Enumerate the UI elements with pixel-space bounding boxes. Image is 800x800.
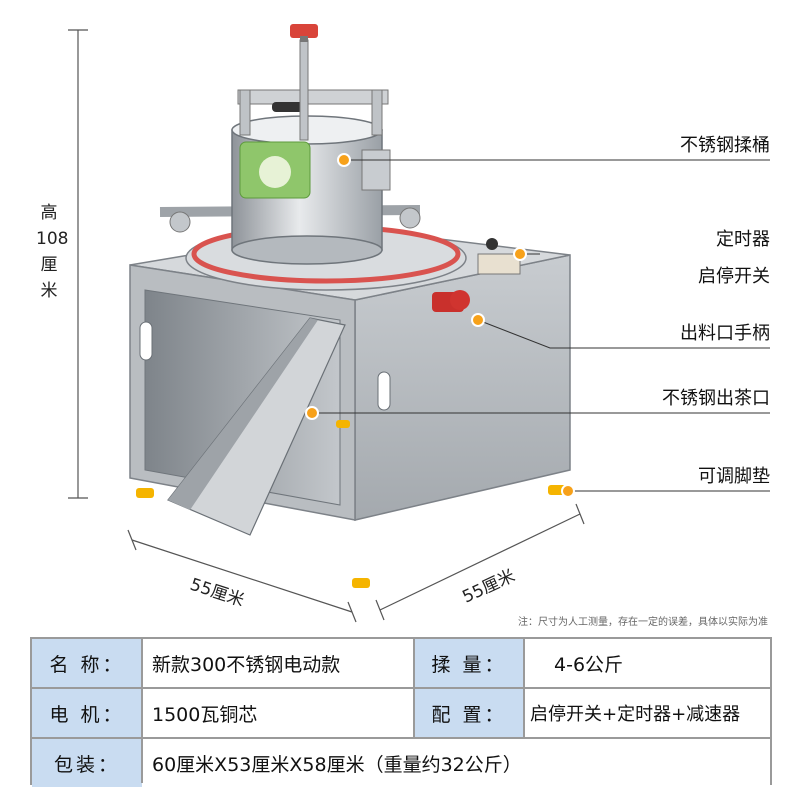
spec-motor-value: 1500瓦铜芯 — [142, 689, 414, 737]
spec-package-value: 60厘米X53厘米X58厘米（重量约32公斤） — [142, 739, 770, 787]
height-label: 高 108 厘 米 — [36, 200, 69, 304]
spec-config-value: 启停开关+定时器+减速器 — [524, 689, 770, 737]
height-label-text: 高 108 厘 米 — [36, 203, 69, 301]
callout-timer: 定时器 — [716, 229, 770, 250]
product-illustration — [68, 24, 770, 623]
spec-row-1: 名 称： 新款300不锈钢电动款 揉 量： 4-6公斤 — [32, 639, 770, 687]
measurement-note: 注：尺寸为人工测量，存在一定的误差，具体以实际为准 — [518, 617, 768, 628]
spec-capacity-value: 4-6公斤 — [524, 639, 770, 687]
spec-row-3: 包装： 60厘米X53厘米X58厘米（重量约32公斤） — [32, 739, 770, 787]
spec-row-2: 电 机： 1500瓦铜芯 配 置： 启停开关+定时器+减速器 — [32, 689, 770, 737]
callout-tea-outlet: 不锈钢出茶口 — [662, 388, 770, 409]
spec-package-label: 包装： — [32, 739, 142, 787]
callout-adjustable-feet: 可调脚垫 — [698, 466, 770, 487]
spec-name-value: 新款300不锈钢电动款 — [142, 639, 414, 687]
width-dimension-line — [131, 539, 353, 613]
callout-barrel: 不锈钢揉桶 — [680, 135, 770, 156]
spec-motor-label: 电 机： — [32, 689, 142, 737]
spec-table: 名 称： 新款300不锈钢电动款 揉 量： 4-6公斤 电 机： 1500瓦铜芯… — [30, 637, 772, 787]
depth-dimension-line — [379, 513, 581, 611]
machine-drawing — [68, 24, 770, 623]
spec-config-label: 配 置： — [414, 689, 524, 737]
callout-dots — [305, 153, 575, 498]
spec-capacity-label: 揉 量： — [414, 639, 524, 687]
callout-outlet-handle: 出料口手柄 — [680, 323, 770, 344]
spec-name-label: 名 称： — [32, 639, 142, 687]
callout-start-stop: 启停开关 — [698, 266, 770, 287]
